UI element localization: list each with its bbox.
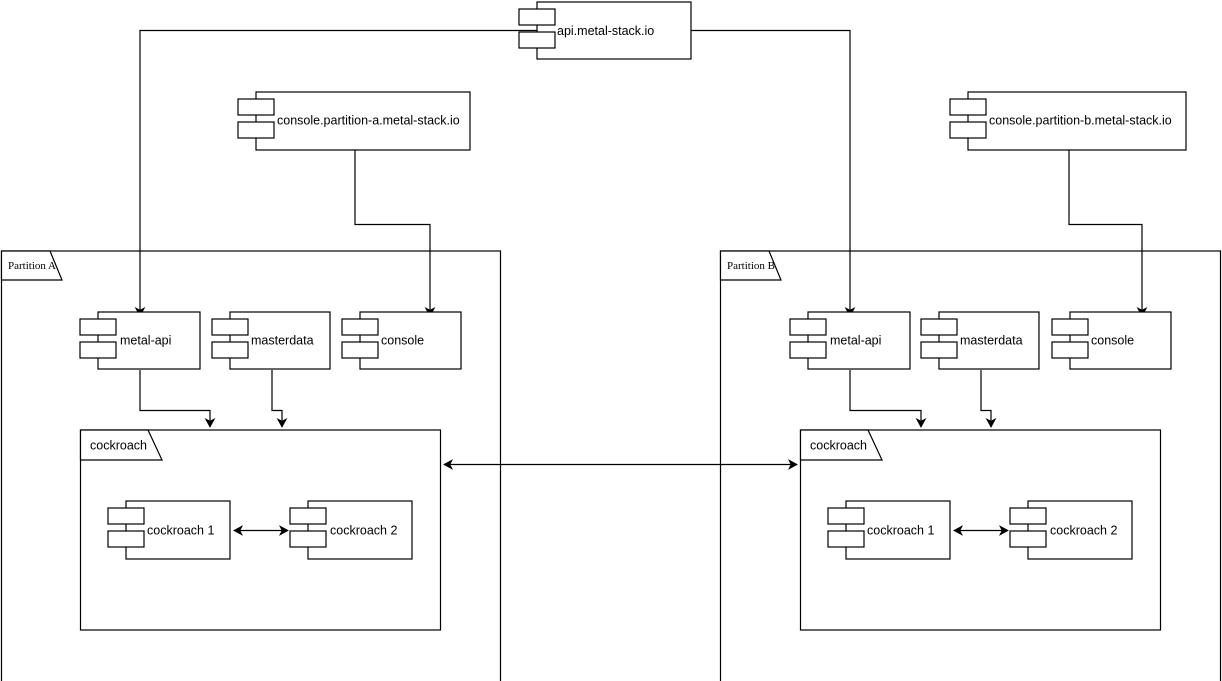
partition-a-label: Partition A [8, 260, 56, 272]
component-icon [237, 121, 275, 139]
component-b-cockroach-2[interactable]: cockroach 2 [1009, 500, 1133, 560]
partition-a-tab [0, 250, 63, 281]
component-b-masterdata-label: masterdata [960, 333, 1023, 347]
component-icon [827, 507, 865, 525]
edge-b-masterdata-to-cockroach [980, 370, 997, 428]
component-console-b-body [967, 91, 1187, 151]
component-a-masterdata-label: masterdata [251, 333, 314, 347]
component-icon [949, 121, 987, 139]
component-b-console[interactable]: console [1051, 311, 1172, 370]
component-a-cockroach-1[interactable]: cockroach 1 [107, 500, 231, 560]
edge-api-to-partition-b-metal-api [691, 29, 856, 317]
component-icon [341, 341, 379, 359]
component-api-metal-stack-io[interactable]: api.metal-stack.io [518, 1, 692, 60]
cockroach-group-a-label: cockroach [90, 438, 147, 452]
component-a-console-label: console [381, 333, 424, 347]
cockroach-group-a-tab [79, 429, 163, 461]
component-icon [1009, 507, 1047, 525]
component-a-masterdata[interactable]: masterdata [211, 311, 331, 370]
component-icon [1051, 341, 1089, 359]
component-icon [107, 530, 145, 548]
component-b-console-body [1069, 311, 1172, 370]
component-icon [1009, 530, 1047, 548]
component-console-b-label: console.partition-b.metal-stack.io [989, 113, 1172, 127]
component-a-cockroach-2-label: cockroach 2 [330, 523, 397, 537]
edge-a-metal-api-to-cockroach [139, 370, 216, 428]
component-b-masterdata[interactable]: masterdata [920, 311, 1040, 370]
edge-console-b-to-partition-b-console [1068, 150, 1148, 317]
component-a-metal-api[interactable]: metal-api [79, 311, 201, 370]
edge-b-metal-api-to-cockroach [849, 370, 927, 428]
component-api-label: api.metal-stack.io [557, 24, 654, 38]
component-icon [341, 318, 379, 336]
edge-console-a-to-partition-a-console [354, 150, 436, 317]
component-console-partition-b[interactable]: console.partition-b.metal-stack.io [949, 91, 1187, 151]
component-b-cockroach-1-label: cockroach 1 [867, 523, 934, 537]
component-a-metal-api-label: metal-api [120, 333, 171, 347]
component-b-metal-api[interactable]: metal-api [789, 311, 911, 370]
component-icon [949, 98, 987, 116]
component-a-cockroach-2[interactable]: cockroach 2 [289, 500, 413, 560]
component-b-cockroach-2-label: cockroach 2 [1050, 523, 1117, 537]
component-icon [920, 318, 958, 336]
component-icon [237, 98, 275, 116]
component-icon [211, 341, 249, 359]
component-icon [518, 8, 556, 26]
component-b-console-label: console [1091, 333, 1134, 347]
component-icon [1051, 318, 1089, 336]
component-icon [920, 341, 958, 359]
component-icon [789, 341, 827, 359]
component-icon [289, 530, 327, 548]
cockroach-group-b-label: cockroach [810, 438, 867, 452]
component-icon [827, 530, 865, 548]
component-a-console[interactable]: console [341, 311, 462, 370]
component-icon [289, 507, 327, 525]
component-b-metal-api-label: metal-api [830, 333, 881, 347]
component-console-a-body [255, 91, 471, 151]
component-api-body [536, 1, 692, 60]
partition-b-tab [719, 250, 782, 281]
component-icon [79, 341, 117, 359]
cockroach-group-b-tab [799, 429, 883, 461]
partition-b-label: Partition B [727, 260, 775, 272]
component-a-cockroach-1-label: cockroach 1 [147, 523, 214, 537]
component-b-cockroach-1[interactable]: cockroach 1 [827, 500, 951, 560]
component-console-partition-a[interactable]: console.partition-a.metal-stack.io [237, 91, 471, 151]
component-icon [789, 318, 827, 336]
component-icon [211, 318, 249, 336]
component-icon [518, 31, 556, 49]
component-icon [79, 318, 117, 336]
edge-api-to-partition-a-metal-api [134, 29, 537, 317]
component-console-a-label: console.partition-a.metal-stack.io [277, 113, 460, 127]
edge-a-masterdata-to-cockroach [271, 370, 288, 428]
component-icon [107, 507, 145, 525]
